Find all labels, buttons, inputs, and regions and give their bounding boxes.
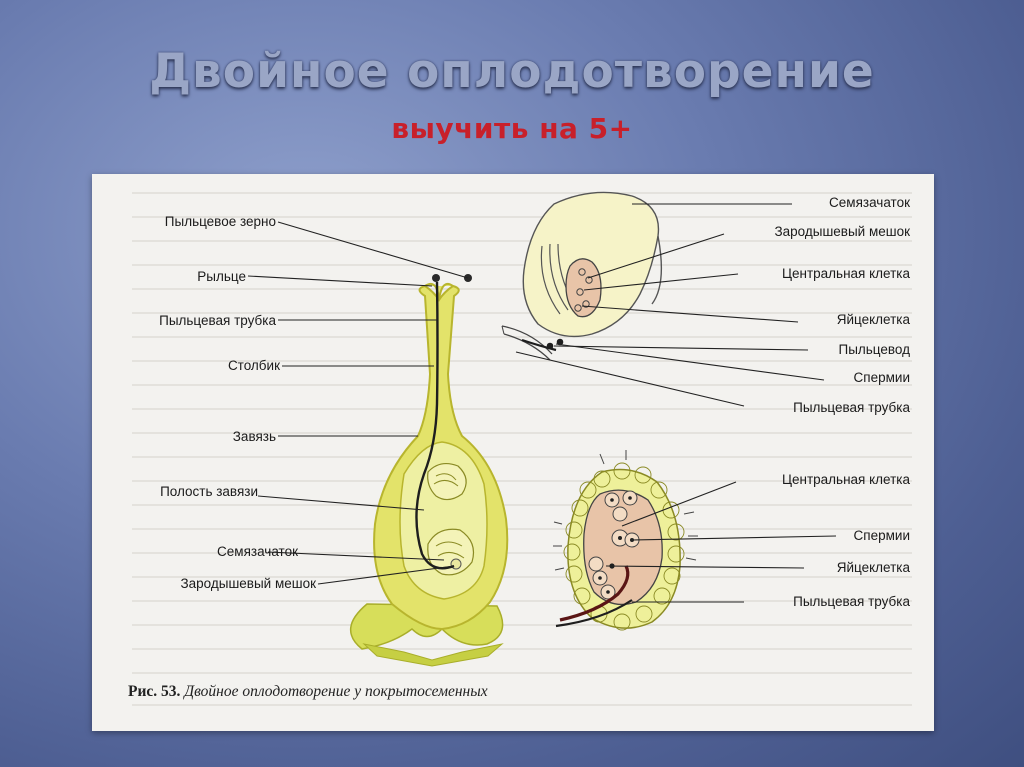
label-pollen-tube-upper: Пыльцевая трубка <box>793 400 910 415</box>
label-pollen-tube-lower: Пыльцевая трубка <box>793 594 910 609</box>
label-central-cell-lower: Центральная клетка <box>782 472 910 487</box>
slide-title: Двойное оплодотворение <box>149 44 875 99</box>
label-egg-cell-lower: Яйцеклетка <box>837 560 911 575</box>
embryo-sac-detail-illustration <box>553 450 698 631</box>
label-egg-cell-upper: Яйцеклетка <box>837 312 911 327</box>
label-sperms-upper: Спермии <box>854 370 910 385</box>
slide-subtitle: выучить на 5+ <box>391 112 633 145</box>
caption-text: Двойное оплодотворение у покрытосеменных <box>184 683 488 700</box>
label-micropyle: Пыльцевод <box>838 342 910 357</box>
pistil-illustration <box>350 274 509 667</box>
label-style: Столбик <box>228 358 280 373</box>
leader-lines-left <box>247 221 469 585</box>
caption-number: Рис. 53. <box>128 683 181 700</box>
label-stigma: Рыльце <box>197 269 246 284</box>
label-ovary: Завязь <box>233 429 276 444</box>
ovule-detail-illustration <box>501 191 663 361</box>
textbook-figure: Пыльцевое зерно Рыльце Пыльцевая трубка … <box>92 174 934 731</box>
label-pollen-tube-left: Пыльцевая трубка <box>159 313 276 328</box>
figure-caption: Рис. 53. Двойное оплодотворение у покрыт… <box>128 683 488 701</box>
label-pollen-grain: Пыльцевое зерно <box>165 214 276 229</box>
label-sperms-lower: Спермии <box>854 528 910 543</box>
label-embryo-sac-right: Зародышевый мешок <box>774 224 910 239</box>
leader-lines-upper-right <box>515 203 825 407</box>
pollen-grain <box>432 274 440 282</box>
double-fertilization-diagram: Пыльцевое зерно Рыльце Пыльцевая трубка … <box>132 191 912 706</box>
label-ovary-cavity: Полость завязи <box>160 484 258 499</box>
label-embryo-sac-left: Зародышевый мешок <box>180 576 316 591</box>
ovule-upper <box>427 462 467 501</box>
label-ovule-left: Семязачаток <box>217 544 298 559</box>
label-ovule-right: Семязачаток <box>829 195 910 210</box>
label-central-cell-upper: Центральная клетка <box>782 266 910 281</box>
background-text-texture <box>132 192 912 706</box>
leader-lines-lower-right <box>605 481 837 603</box>
